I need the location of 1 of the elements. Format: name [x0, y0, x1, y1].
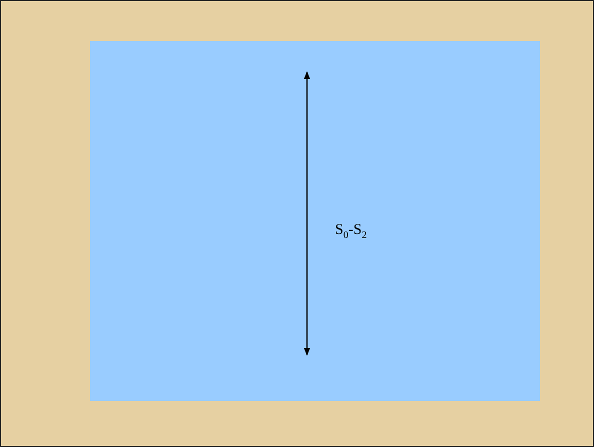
dimension-label: S$_{0}$-S$_{2}$ — [335, 222, 367, 241]
